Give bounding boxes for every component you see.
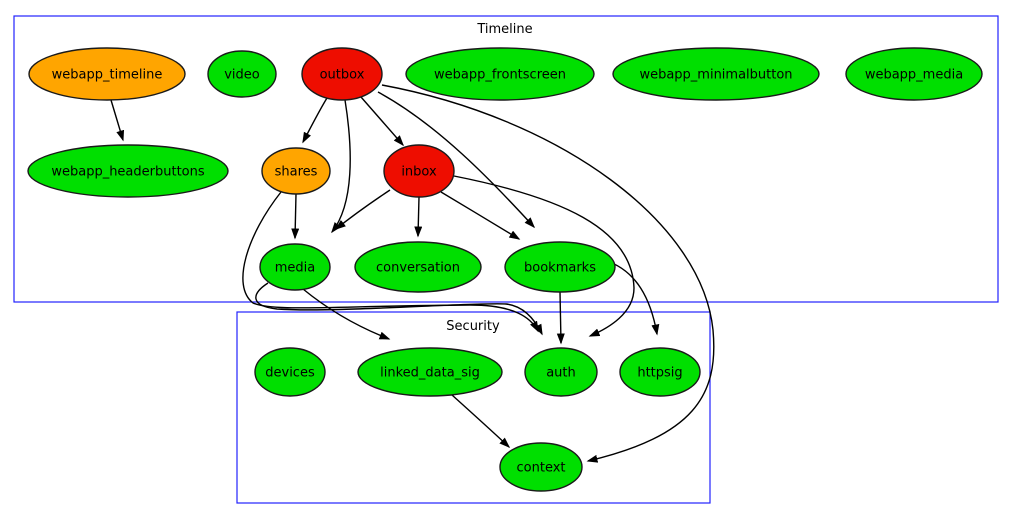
node-ellipse-webapp_timeline <box>28 47 186 101</box>
node-conversation: conversation <box>354 241 482 293</box>
cluster-label-timeline: Timeline <box>476 22 532 37</box>
node-ellipse-webapp_headerbuttons <box>27 144 229 198</box>
node-ellipse-auth <box>524 347 598 397</box>
edge-linked_data_sig-to-context <box>451 394 511 449</box>
node-shares: shares <box>261 147 331 195</box>
node-label-media: media <box>275 261 316 276</box>
node-label-webapp_headerbuttons: webapp_headerbuttons <box>51 165 205 180</box>
node-ellipse-devices <box>254 347 326 397</box>
node-outbox: outbox <box>301 47 383 101</box>
node-ellipse-context <box>499 442 583 492</box>
node-label-webapp_media: webapp_media <box>865 68 963 83</box>
node-label-video: video <box>224 68 260 83</box>
node-label-shares: shares <box>275 165 318 180</box>
edge-bookmarks-to-auth <box>556 291 565 345</box>
node-label-webapp_minimalbutton: webapp_minimalbutton <box>639 68 792 83</box>
edge-media-to-auth <box>255 282 543 336</box>
node-webapp_timeline: webapp_timeline <box>28 47 186 101</box>
node-layer: webapp_timeline video outbox webapp_frontsc… <box>27 47 983 492</box>
node-ellipse-webapp_frontscreen <box>405 47 595 101</box>
node-media: media <box>259 243 331 291</box>
node-label-httpsig: httpsig <box>637 366 682 381</box>
edge-outbox-to-media <box>331 99 351 234</box>
node-ellipse-inbox <box>383 144 455 198</box>
edge-inbox-to-auth <box>453 175 635 337</box>
node-webapp_media: webapp_media <box>845 47 983 101</box>
edge-media-to-linked_data_sig <box>302 288 391 340</box>
node-label-webapp_frontscreen: webapp_frontscreen <box>434 68 566 83</box>
node-ellipse-media <box>259 243 331 291</box>
node-ellipse-conversation <box>354 241 482 293</box>
edge-outbox-to-context <box>381 84 715 463</box>
node-ellipse-bookmarks <box>504 241 616 293</box>
node-ellipse-outbox <box>301 47 383 101</box>
cluster-timeline <box>13 15 999 303</box>
node-ellipse-httpsig <box>619 347 701 397</box>
node-devices: devices <box>254 347 326 397</box>
node-webapp_minimalbutton: webapp_minimalbutton <box>612 47 820 101</box>
node-label-devices: devices <box>265 366 315 381</box>
edge-outbox-to-inbox <box>360 96 404 147</box>
node-label-inbox: inbox <box>401 165 437 180</box>
edge-outbox-to-bookmarks <box>377 91 536 229</box>
node-ellipse-linked_data_sig <box>357 347 503 397</box>
node-bookmarks: bookmarks <box>504 241 616 293</box>
node-label-linked_data_sig: linked_data_sig <box>380 366 480 381</box>
node-httpsig: httpsig <box>619 347 701 397</box>
node-label-webapp_timeline: webapp_timeline <box>52 68 163 83</box>
node-ellipse-webapp_media <box>845 47 983 101</box>
node-label-auth: auth <box>546 366 576 381</box>
node-linked_data_sig: linked_data_sig <box>357 347 503 397</box>
edge-shares-to-media <box>291 193 300 240</box>
node-label-conversation: conversation <box>376 261 460 276</box>
edge-shares-to-auth <box>242 191 539 333</box>
edge-webapp_timeline-to-webapp_headerbuttons <box>110 99 125 142</box>
cluster-label-security: Security <box>446 319 500 334</box>
edge-layer <box>110 84 715 463</box>
node-auth: auth <box>524 347 598 397</box>
node-label-context: context <box>517 461 566 476</box>
node-webapp_headerbuttons: webapp_headerbuttons <box>27 144 229 198</box>
edge-inbox-to-media <box>334 189 391 230</box>
node-label-outbox: outbox <box>320 68 365 83</box>
node-ellipse-shares <box>261 147 331 195</box>
node-ellipse-webapp_minimalbutton <box>612 47 820 101</box>
cluster-security <box>236 311 711 504</box>
node-inbox: inbox <box>383 144 455 198</box>
edge-inbox-to-conversation <box>414 196 423 238</box>
edge-outbox-to-shares <box>302 97 328 144</box>
node-label-bookmarks: bookmarks <box>524 261 596 276</box>
node-context: context <box>499 442 583 492</box>
node-video: video <box>207 50 277 98</box>
edge-inbox-to-bookmarks <box>440 191 521 240</box>
node-ellipse-video <box>207 50 277 98</box>
node-webapp_frontscreen: webapp_frontscreen <box>405 47 595 101</box>
